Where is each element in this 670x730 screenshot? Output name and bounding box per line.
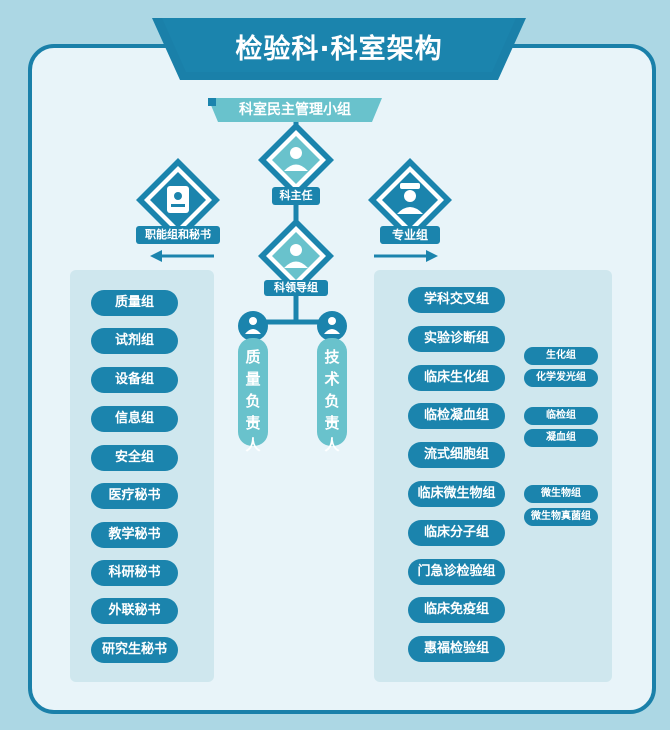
title-banner	[152, 18, 526, 80]
left-header-label: 职能组和秘书	[136, 226, 220, 244]
left-group-item: 试剂组	[91, 328, 178, 354]
left-group-item: 安全组	[91, 445, 178, 471]
doctor-mask-icon	[284, 244, 308, 268]
left-group-item: 研究生秘书	[91, 637, 178, 663]
right-group-item: 临床生化组	[408, 365, 505, 391]
right-group-item: 惠福检验组	[408, 636, 505, 662]
tech-lead-badge: 技术负责人	[317, 338, 347, 454]
doctor-icon	[284, 147, 308, 171]
left-group-item: 医疗秘书	[91, 483, 178, 509]
right-group-item: 门急诊检验组	[408, 559, 505, 585]
sub-group-item: 生化组	[524, 347, 598, 365]
sub-group-item: 化学发光组	[524, 369, 598, 387]
sub-group-item: 临检组	[524, 407, 598, 425]
right-group-item: 临床免疫组	[408, 597, 505, 623]
right-group-item: 临检凝血组	[408, 403, 505, 429]
person-icon	[245, 317, 340, 334]
left-group-item: 信息组	[91, 406, 178, 432]
leadership-label: 科领导组	[264, 280, 328, 296]
sub-group-item: 凝血组	[524, 429, 598, 447]
tech-lead-label: 技术负责人	[324, 348, 340, 454]
right-group-item: 实验诊断组	[408, 326, 505, 352]
left-group-item: 科研秘书	[91, 560, 178, 586]
right-header-label: 专业组	[380, 226, 440, 244]
nurse-icon	[397, 183, 423, 214]
left-group-item: 质量组	[91, 290, 178, 316]
sub-group-item: 微生物组	[524, 485, 598, 503]
right-group-item: 临床分子组	[408, 520, 505, 546]
left-group-item: 设备组	[91, 367, 178, 393]
right-group-item: 临床微生物组	[408, 481, 505, 507]
right-group-item: 学科交叉组	[408, 287, 505, 313]
id-badge-icon	[167, 186, 189, 213]
left-group-item: 教学秘书	[91, 522, 178, 548]
director-label: 科主任	[272, 187, 320, 205]
quality-lead-badge: 质量负责人	[238, 338, 268, 454]
sub-group-item: 微生物真菌组	[524, 508, 598, 526]
top-label: 科室民主管理小组	[239, 102, 351, 118]
quality-lead-label: 质量负责人	[245, 348, 261, 454]
director-diamond	[258, 122, 334, 198]
page-title: 检验科·科室架构	[235, 34, 443, 65]
left-group-item: 外联秘书	[91, 598, 178, 624]
right-group-item: 流式细胞组	[408, 442, 505, 468]
